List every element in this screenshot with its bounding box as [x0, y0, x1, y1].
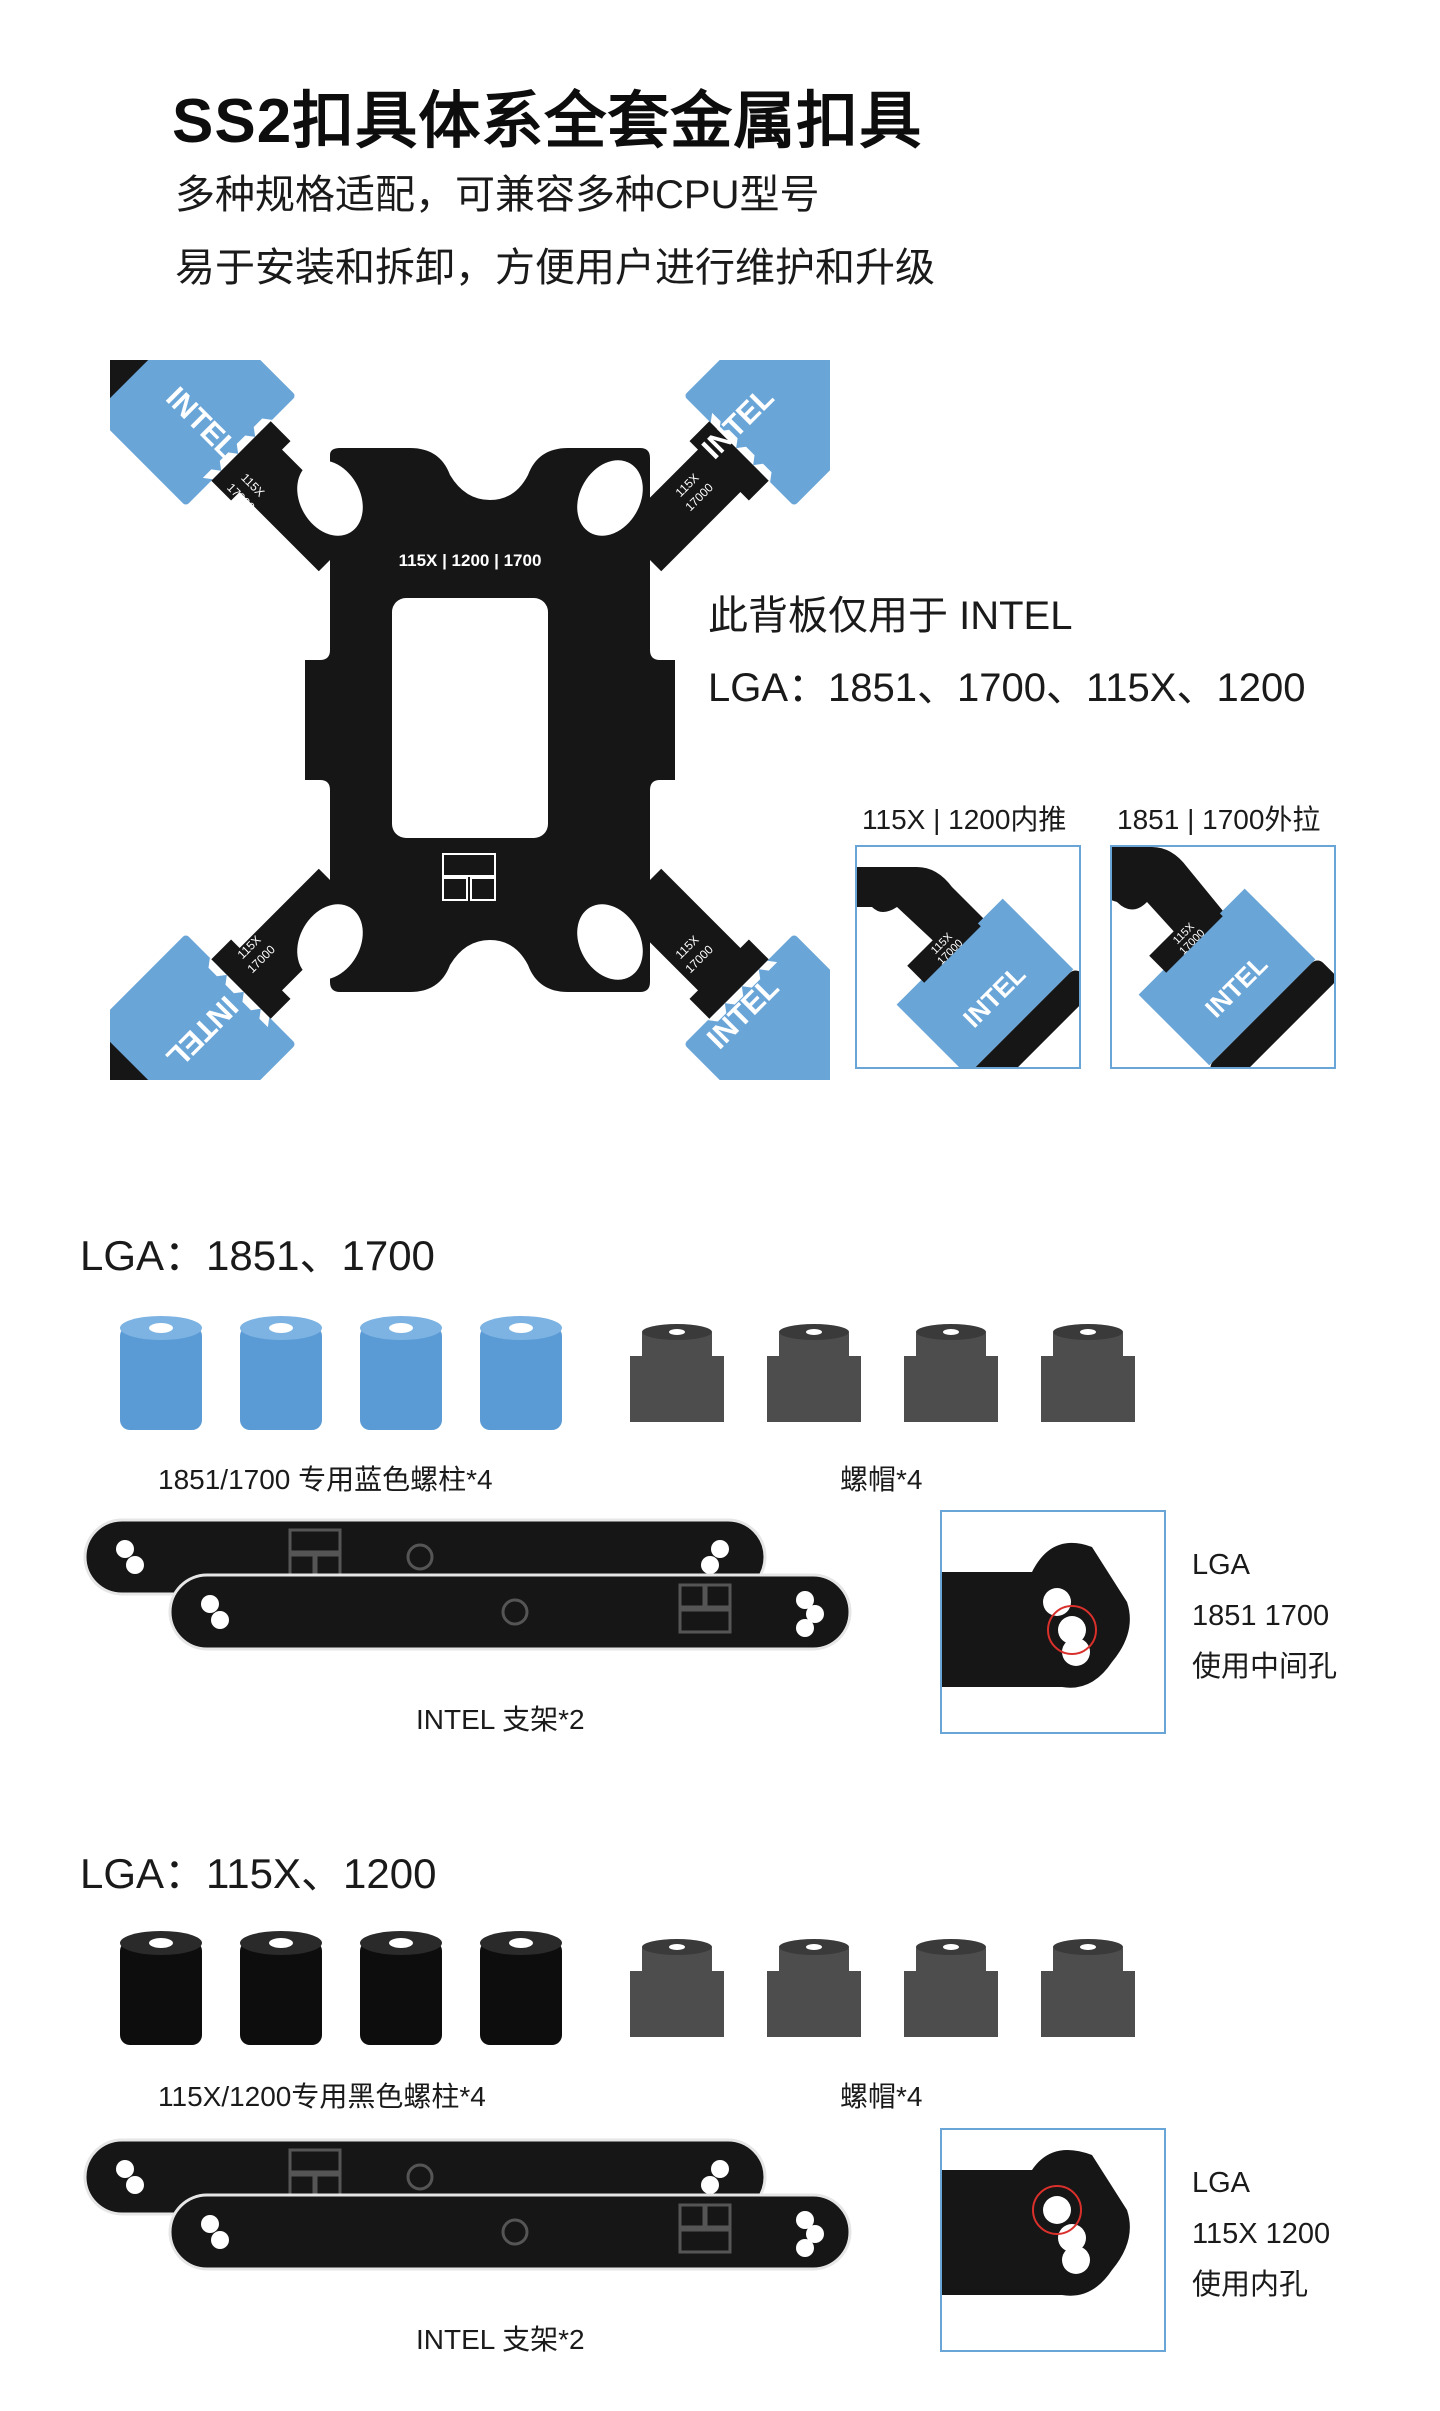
blue-standoffs [120, 1316, 562, 1430]
inset-outer-label: 1851 | 1700外拉 [1117, 804, 1321, 835]
blue-standoff-icon [120, 1316, 202, 1430]
section2-detail-line2: 115X 1200 [1192, 2218, 1331, 2250]
nuts-set-2 [630, 1939, 1135, 2037]
backplate-label: 115X | 1200 | 1700 [399, 551, 542, 570]
section1-heading: LGA：1851、1700 [80, 1232, 435, 1279]
page-title: SS2扣具体系全套金属扣具 [172, 87, 923, 156]
inset-inner-push: INTEL 115X 17000 [855, 845, 1081, 1069]
section2-bracket-label: INTEL 支架*2 [416, 2324, 585, 2355]
tab-closeup-icon: INTEL 115X 17000 [857, 867, 1079, 1067]
section1-detail-line1: LGA [1192, 1549, 1251, 1581]
section1-bracket-label: INTEL 支架*2 [416, 1704, 585, 1735]
section2-detail-line3: 使用内孔 [1192, 2269, 1309, 2301]
intel-backplate-diagram: INTEL INTEL INTEL INTEL 115X 115X 115X 1… [110, 360, 830, 1080]
section1-detail-line3: 使用中间孔 [1192, 1651, 1338, 1683]
subtitle-install: 易于安装和拆卸，方便用户进行维护和升级 [175, 246, 935, 290]
section2-standoff-label: 115X/1200专用黑色螺柱*4 [158, 2081, 486, 2112]
section2-detail-box [940, 2128, 1166, 2352]
nut-icon [630, 1324, 724, 1422]
compat-intel-only: 此背板仅用于 INTEL [708, 594, 1073, 638]
bracket-front [168, 2193, 852, 2271]
subtitle-compat: 多种规格适配，可兼容多种CPU型号 [175, 173, 820, 217]
nuts-set-1 [630, 1324, 1135, 1422]
bracket-front [168, 1573, 852, 1651]
section1-detail-line2: 1851 1700 [1192, 1600, 1330, 1632]
section2-heading: LGA：115X、1200 [80, 1850, 437, 1897]
middle-hole-detail-icon [942, 1542, 1130, 1688]
compat-lga-list: LGA：1851、1700、115X、1200 [708, 666, 1306, 710]
black-standoff-icon [120, 1931, 202, 2045]
section1-detail-text: LGA 1851 1700 使用中间孔 [1192, 1540, 1337, 1693]
nut-icon [630, 1939, 724, 2037]
section2-detail-text: LGA 115X 1200 使用内孔 [1192, 2158, 1330, 2311]
tab-closeup-icon: INTEL 115X 17000 [1112, 847, 1334, 1067]
section1-detail-box [940, 1510, 1166, 1734]
intel-brackets-2 [83, 2138, 852, 2271]
inset-inner-label: 115X | 1200内推 [862, 804, 1067, 835]
intel-brackets-1 [83, 1518, 852, 1651]
section2-nut-label: 螺帽*4 [840, 2081, 923, 2112]
inset-outer-pull: INTEL 115X 17000 [1110, 845, 1336, 1069]
section1-nut-label: 螺帽*4 [840, 1464, 923, 1495]
inner-hole-detail-icon [942, 2150, 1130, 2296]
section1-standoff-label: 1851/1700 专用蓝色螺柱*4 [158, 1464, 493, 1495]
section2-detail-line1: LGA [1192, 2167, 1251, 2199]
grid-logo-icon [442, 853, 496, 901]
black-standoffs [120, 1931, 562, 2045]
